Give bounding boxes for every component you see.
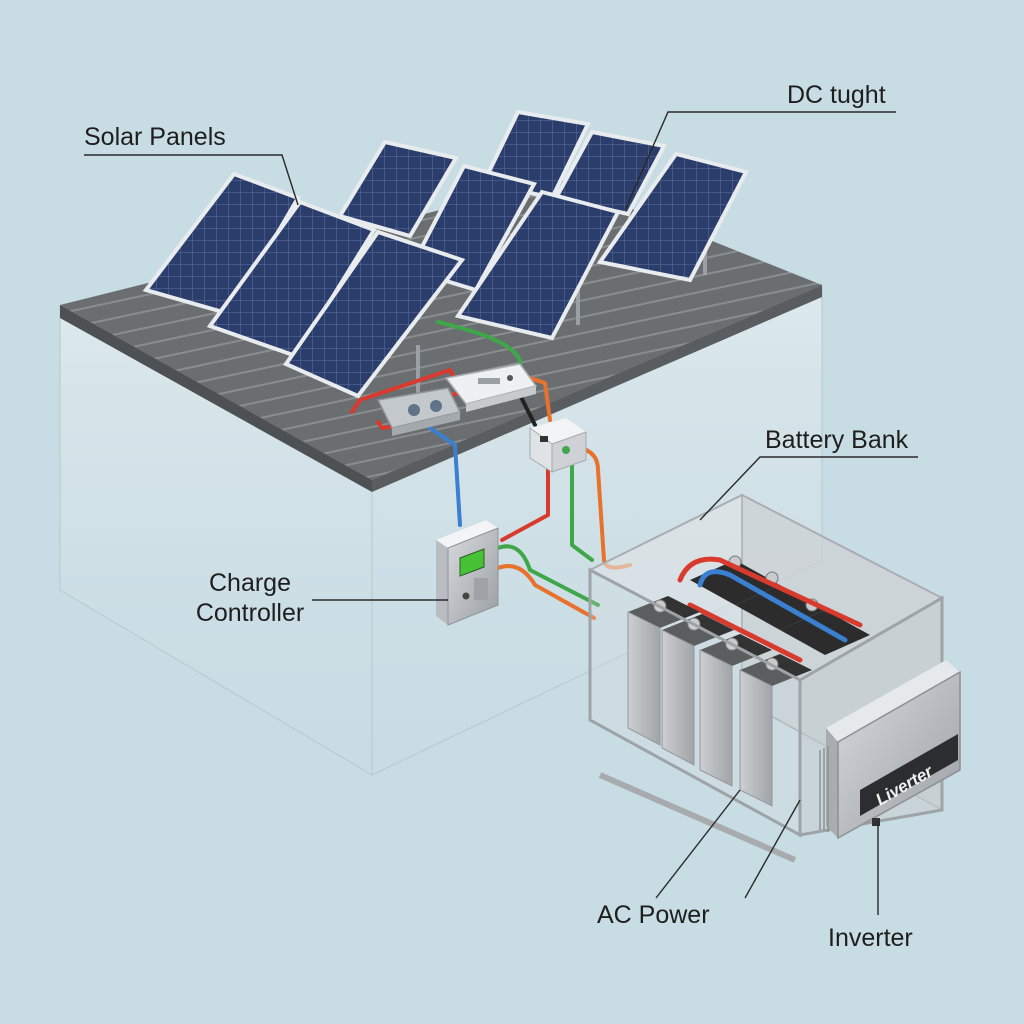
leader-solar-panels xyxy=(84,154,299,206)
solar-panel-array xyxy=(142,109,749,399)
label-solar-panels: Solar Panels xyxy=(84,123,226,151)
battery-bus xyxy=(677,556,863,663)
wire-red-down xyxy=(500,468,550,542)
solar-panel-icon xyxy=(282,229,466,399)
junction-box-icon xyxy=(444,363,538,412)
battery-icon xyxy=(661,614,734,766)
battery-icon xyxy=(627,596,700,746)
lcd-display xyxy=(459,548,485,577)
bus-blue xyxy=(697,569,848,643)
leader-dc-tught xyxy=(624,111,896,211)
wire-green-down xyxy=(570,458,594,562)
label-battery-bank: Battery Bank xyxy=(765,426,909,454)
roof-edge-right xyxy=(372,285,822,492)
callout-lines xyxy=(84,111,918,915)
label-charge-controller-line1: Charge xyxy=(209,569,291,597)
charge-controller-icon xyxy=(436,520,499,626)
label-ac-power: AC Power xyxy=(597,901,710,929)
battery-row-front xyxy=(627,596,812,807)
bus-red-front xyxy=(687,602,803,663)
leader-ac-power-2 xyxy=(744,799,801,899)
label-charge-controller: Charge Controller xyxy=(186,568,314,628)
wire-green-battery xyxy=(496,544,600,607)
solar-panel-icon xyxy=(596,151,749,283)
leader-ac-power-1 xyxy=(655,789,741,899)
wire-orange-roof xyxy=(528,376,552,422)
label-charge-controller-line2: Controller xyxy=(195,599,305,627)
wire-orange-battery xyxy=(496,564,596,620)
junction-box-icon xyxy=(529,418,587,473)
heatsink-fins xyxy=(819,746,829,832)
bus-red xyxy=(677,556,863,628)
inverter-brand-strip xyxy=(860,734,958,816)
leader-battery-bank xyxy=(699,456,918,521)
roof-edge-left xyxy=(60,305,372,492)
junction-box-icon xyxy=(376,387,462,436)
solar-panel-icon xyxy=(454,189,621,341)
wire-green-roof xyxy=(436,320,524,387)
label-inverter: Inverter xyxy=(828,924,913,952)
label-dc-tught: DC tught xyxy=(787,81,886,109)
inverter-port xyxy=(872,818,880,826)
enclosure-base xyxy=(598,772,797,863)
wire-blue-down xyxy=(428,426,462,527)
